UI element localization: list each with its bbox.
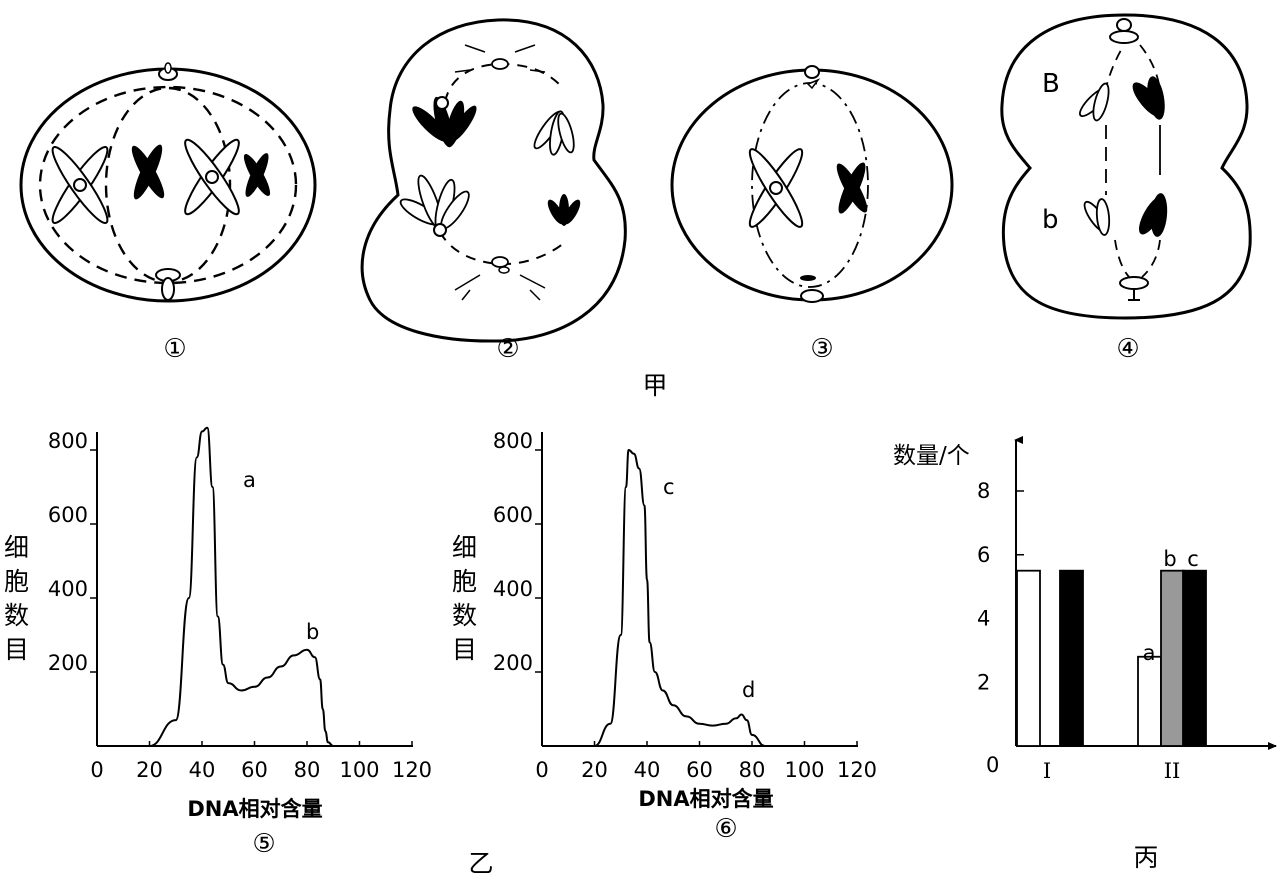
bar-a-II	[1137, 655, 1162, 747]
peak-label-c: c	[663, 475, 675, 499]
x-tick-label: 60	[241, 758, 268, 782]
cell-label-3: ③	[810, 334, 833, 364]
y-tick-label: 800	[48, 429, 88, 453]
chromatid-white-upper	[1079, 82, 1110, 122]
distribution-curve	[149, 426, 334, 747]
y-tick-label: 600	[48, 503, 88, 527]
x-tick-label: 40	[634, 758, 661, 782]
y-tick-label: 400	[48, 577, 88, 601]
y-tick-label: 8	[977, 479, 990, 503]
cell-label-4: ④	[1116, 334, 1139, 364]
y-tick-label: 200	[48, 651, 88, 675]
chromosome-white-group	[533, 110, 575, 156]
chromatid-black-lower	[1139, 193, 1168, 237]
gene-label-upper: B	[1042, 69, 1060, 99]
x-tick-label: 20	[581, 758, 608, 782]
chromosome-black-x	[131, 144, 165, 200]
peak-label-a: a	[243, 468, 256, 492]
x-tick-label: 40	[189, 758, 216, 782]
x-tick-label: 80	[739, 758, 766, 782]
y-axis-label-line1: 细	[452, 533, 477, 562]
y-tick-label: 200	[493, 651, 533, 675]
cell-label-1: ①	[163, 334, 186, 364]
x-tick-label: 60	[686, 758, 713, 782]
y-tick-label: 0	[986, 753, 999, 777]
y-axis-label-line4: 目	[4, 635, 29, 664]
chromosome-white-group	[399, 174, 470, 232]
y-axis-label: 数量/个	[893, 443, 970, 469]
chromosome-white-x	[748, 148, 804, 228]
gene-label-lower: b	[1042, 205, 1059, 235]
chart-label-6: ⑥	[714, 814, 737, 844]
y-axis-label-line3: 数	[4, 601, 29, 630]
distribution-curve	[594, 448, 766, 747]
y-tick-label: 800	[493, 429, 533, 453]
y-tick-label: 400	[493, 577, 533, 601]
x-tick-label: 100	[784, 758, 824, 782]
y-tick-label: 6	[977, 543, 990, 567]
x-tick-label: 80	[294, 758, 321, 782]
chromosome-white-x	[184, 138, 240, 216]
group-label-II: II	[1164, 759, 1181, 783]
x-tick-label: 100	[339, 758, 379, 782]
chromatid-white-lower	[1083, 198, 1111, 236]
y-axis-label-line2: 胞	[4, 567, 29, 596]
bar-label-c: c	[1187, 547, 1199, 571]
bar-c-I	[1059, 569, 1084, 747]
bar-label-b: b	[1163, 547, 1176, 571]
bar-a-I	[1016, 569, 1041, 747]
chart-5: 0 20 40 60 80 100 120 200 400 600 800 a b 细 胞 数 目…	[4, 426, 432, 859]
x-tick-label: 0	[90, 758, 103, 782]
x-tick-label: 120	[837, 758, 877, 782]
cell-1	[19, 62, 317, 303]
peak-label-b: b	[306, 620, 319, 644]
chromosome-black-group	[412, 96, 477, 148]
y-tick-label: 2	[977, 670, 990, 694]
bar-c-II	[1182, 569, 1207, 747]
chromosome-black-x	[836, 162, 868, 214]
cell-3	[670, 65, 954, 303]
bar-label-a: a	[1143, 641, 1156, 665]
y-axis-label-line4: 目	[452, 635, 477, 664]
panel-title-yi: 乙	[468, 849, 493, 878]
y-axis-label-line3: 数	[452, 601, 477, 630]
y-axis-label-line2: 胞	[452, 567, 477, 596]
x-tick-label: 0	[535, 758, 548, 782]
bar-b-II	[1160, 569, 1185, 747]
panel-title-jia: 甲	[642, 371, 667, 400]
cell-label-2: ②	[496, 334, 519, 364]
chromosome-black-x	[243, 153, 271, 197]
chromatid-black-upper	[1132, 76, 1165, 120]
chromosome-black-group	[547, 194, 581, 226]
y-tick-label: 600	[493, 503, 533, 527]
y-axis-label-line1: 细	[4, 533, 29, 562]
chart-label-5: ⑤	[252, 829, 275, 859]
x-axis-label: DNA相对含量	[638, 787, 773, 811]
group-label-I: I	[1043, 759, 1051, 783]
chart-6: 0 20 40 60 80 100 120 200 400 600 800 c d 细 胞 数 目…	[452, 429, 877, 844]
cell-4: B b	[1000, 13, 1252, 320]
cell-2	[360, 18, 627, 343]
peak-label-d: d	[742, 678, 755, 702]
x-axis-label: DNA相对含量	[187, 797, 322, 821]
panel-title-bing: 丙	[1133, 843, 1158, 872]
chart-bing: 0 2 4 6 8 I II a b c 数量/个	[893, 436, 1277, 783]
x-tick-label: 120	[392, 758, 432, 782]
y-tick-label: 4	[977, 607, 990, 631]
chromosome-white-x	[51, 145, 109, 225]
x-tick-label: 20	[136, 758, 163, 782]
